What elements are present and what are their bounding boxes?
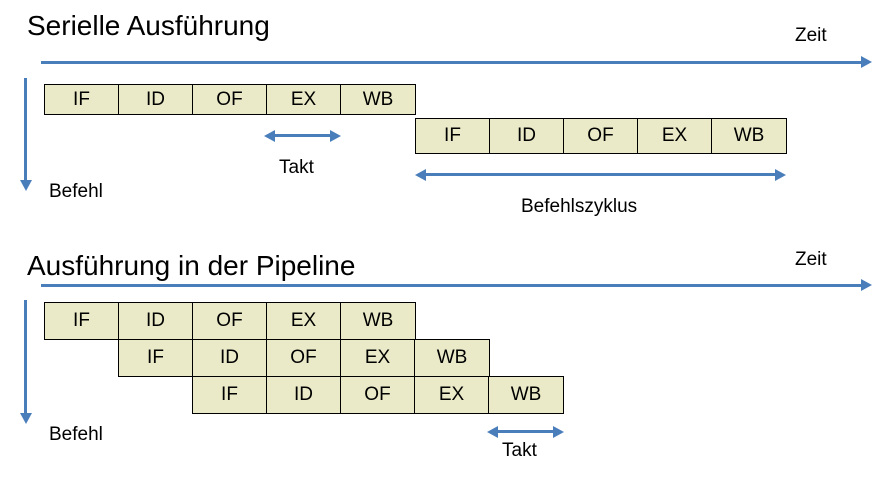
serial-befehlszyklus-label: Befehlszyklus [521, 196, 638, 217]
pipeline-execution-title: Ausführung in der Pipeline [27, 250, 356, 281]
serial-instruction-axis-arrowhead-icon [20, 180, 32, 191]
serial-time-axis-arrowhead-icon [861, 56, 872, 68]
pipeline-row2-stage-ex: EX [340, 339, 415, 377]
pipeline-row3-stage-wb: WB [488, 376, 564, 414]
pipeline-row1-stage-ex: EX [266, 302, 341, 340]
serial-row2-stage-ex: EX [637, 118, 712, 154]
pipeline-row2-stage-if: IF [118, 339, 193, 377]
serial-befehlszyklus-arrowhead-right-icon [775, 169, 786, 181]
pipeline-instruction-axis-label: Befehl [49, 424, 103, 445]
pipeline-row1-stage-id: ID [118, 302, 193, 340]
serial-row1-stage-id: ID [118, 84, 193, 115]
serial-befehlszyklus-line [422, 173, 778, 176]
serial-instruction-axis-label: Befehl [49, 181, 103, 202]
pipeline-row2-stage-wb: WB [414, 339, 490, 377]
pipeline-time-axis-label: Zeit [795, 249, 827, 270]
pipeline-takt-arrowhead-right-icon [553, 426, 564, 438]
pipeline-row3-stage-ex: EX [414, 376, 489, 414]
pipeline-takt-line [494, 430, 556, 433]
pipeline-row2-stage-of: OF [266, 339, 341, 377]
pipeline-instruction-axis-line [24, 300, 27, 415]
pipeline-time-axis-arrowhead-icon [861, 279, 872, 291]
pipeline-takt-label: Takt [502, 440, 537, 461]
serial-takt-arrowhead-left-icon [264, 130, 275, 142]
pipeline-row3-stage-if: IF [192, 376, 267, 414]
pipeline-takt-arrowhead-left-icon [487, 426, 498, 438]
serial-takt-line [271, 134, 333, 137]
serial-takt-label: Takt [279, 157, 314, 178]
pipeline-row1-stage-of: OF [192, 302, 267, 340]
serial-row1-stage-ex: EX [266, 84, 341, 115]
serial-instruction-axis-line [24, 78, 27, 182]
serial-row2-stage-of: OF [563, 118, 638, 154]
pipeline-instruction-axis-arrowhead-icon [20, 413, 32, 424]
serial-time-axis-label: Zeit [795, 25, 827, 46]
pipeline-row2-stage-id: ID [192, 339, 267, 377]
pipeline-row1-stage-wb: WB [340, 302, 416, 340]
serial-befehlszyklus-arrowhead-left-icon [415, 169, 426, 181]
serial-takt-arrowhead-right-icon [330, 130, 341, 142]
pipeline-row3-stage-of: OF [340, 376, 415, 414]
serial-row2-stage-id: ID [489, 118, 564, 154]
pipeline-row1-stage-if: IF [44, 302, 119, 340]
serial-row1-stage-wb: WB [340, 84, 416, 115]
serial-row1-stage-of: OF [192, 84, 267, 115]
serial-execution-title: Serielle Ausführung [27, 10, 270, 41]
serial-time-axis-line [41, 61, 863, 64]
serial-row2-stage-wb: WB [711, 118, 787, 154]
serial-row2-stage-if: IF [415, 118, 490, 154]
pipeline-row3-stage-id: ID [266, 376, 341, 414]
serial-row1-stage-if: IF [44, 84, 119, 115]
pipeline-time-axis-line [41, 284, 863, 287]
